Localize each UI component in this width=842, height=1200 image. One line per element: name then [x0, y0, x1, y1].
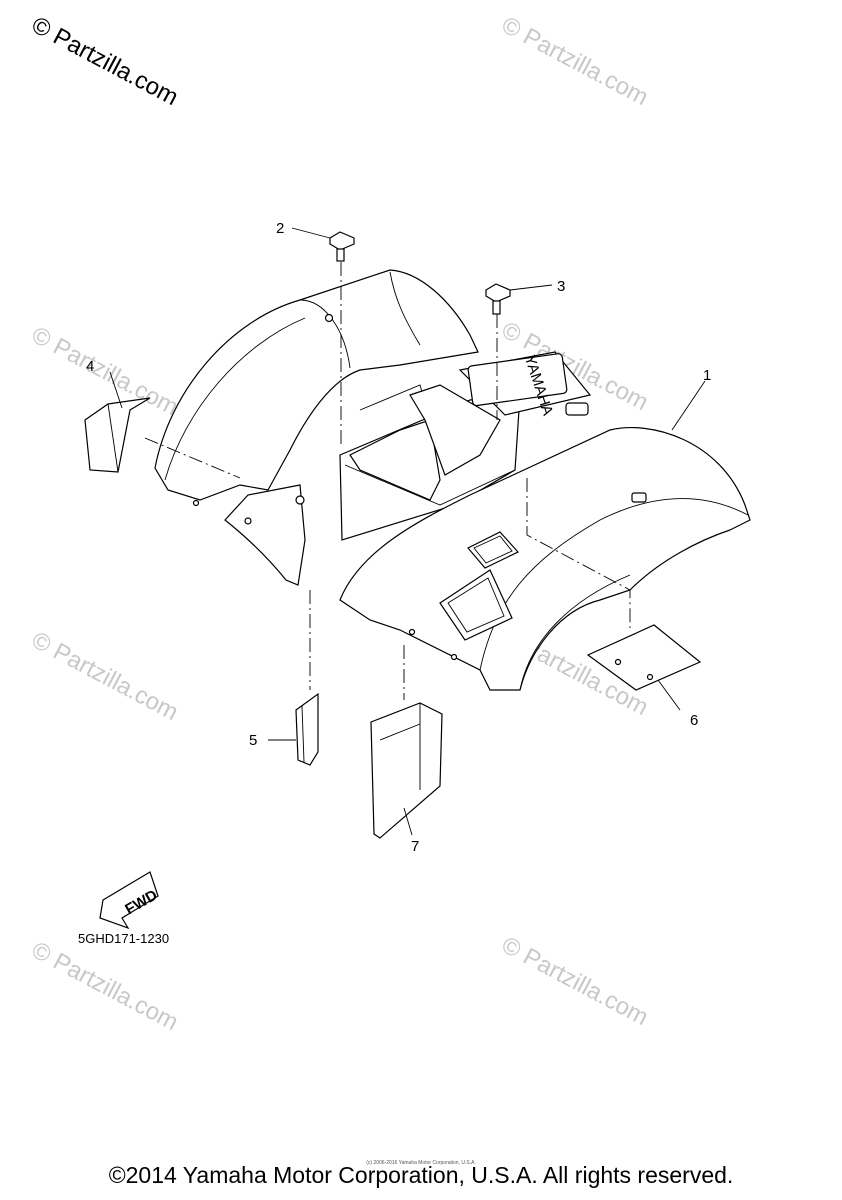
- cover-part-5: [295, 692, 319, 766]
- callout-7: 7: [411, 838, 419, 855]
- bolt-part-3: [485, 283, 511, 315]
- callout-6: 6: [690, 712, 698, 729]
- callout-1: 1: [703, 367, 711, 384]
- diagram-code: 5GHD171-1230: [78, 931, 169, 946]
- bolt-part-2: [329, 231, 355, 262]
- leader-lines: [109, 227, 706, 836]
- cover-part-4: [84, 397, 151, 473]
- callout-5: 5: [249, 732, 257, 749]
- fwd-arrow-icon: FWD: [99, 871, 161, 930]
- watermark-text: © Partzilla.com: [497, 11, 652, 111]
- watermark-main: © Partzilla.com: [27, 11, 182, 111]
- callout-3: 3: [557, 278, 565, 295]
- callout-2: 2: [276, 220, 284, 237]
- watermark-text: © Partzilla.com: [27, 626, 182, 726]
- watermark-text: © Partzilla.com: [27, 936, 182, 1036]
- copyright-footer: ©2014 Yamaha Motor Corporation, U.S.A. A…: [108, 1162, 734, 1188]
- watermark-text: © Partzilla.com: [497, 931, 652, 1031]
- guard-part-7: [370, 702, 443, 839]
- rear-fender-part-1: YAMAHA: [154, 269, 751, 691]
- small-print: (c) 2006-2016 Yamaha Motor Corporation, …: [366, 1160, 476, 1166]
- plate-part-6: [586, 624, 702, 691]
- callout-4: 4: [86, 358, 94, 375]
